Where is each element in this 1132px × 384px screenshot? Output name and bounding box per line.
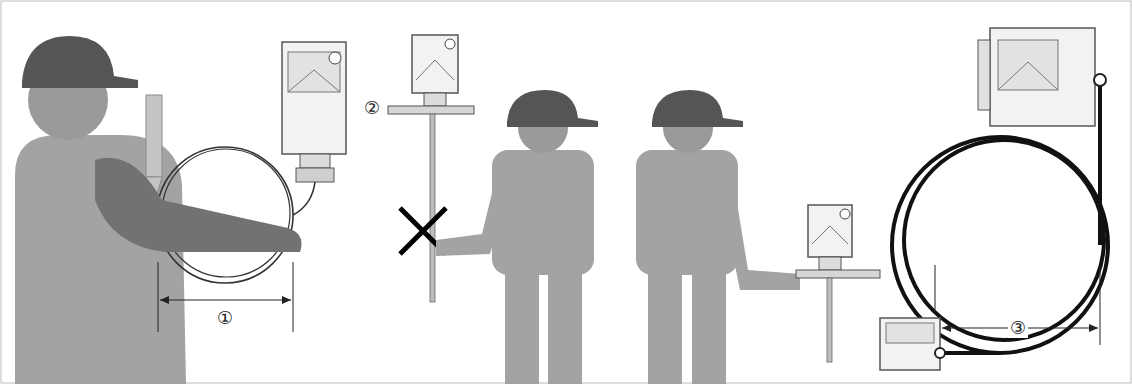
callout-number: ③ bbox=[1008, 318, 1028, 338]
rod-probe-correct bbox=[796, 205, 880, 362]
rod-probe-wrong bbox=[388, 35, 474, 302]
person-correct bbox=[636, 90, 800, 384]
callout-number: ① bbox=[215, 308, 235, 328]
person-wrong bbox=[436, 90, 598, 384]
remote-version bbox=[880, 28, 1108, 370]
person-coiling-cable bbox=[15, 36, 346, 384]
callout-number: ② bbox=[362, 98, 382, 118]
